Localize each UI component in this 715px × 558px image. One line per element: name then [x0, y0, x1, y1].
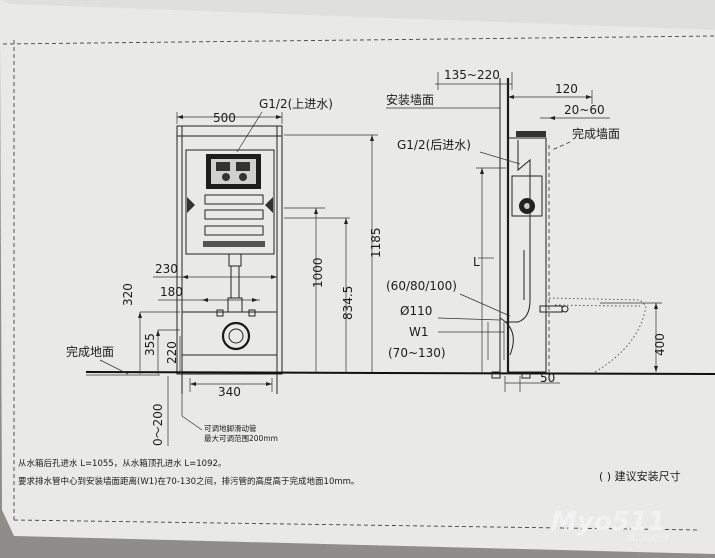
watermark-logo: Myo511 镇江网友之家 [551, 507, 670, 542]
svg-text:0～200: 0～200 [151, 403, 165, 446]
dim-side-top: 135~220 120 20~60 [435, 68, 610, 120]
finished-floor-label: 完成地面 [66, 344, 114, 359]
legend-recommended: ( ) 建议安装尺寸 [599, 469, 681, 483]
svg-text:镇江网友之家: 镇江网友之家 [628, 533, 670, 542]
dim-L: L [473, 167, 506, 372]
dim-230-180: 230 180 [153, 262, 277, 302]
top-inlet-label: G1/2(上进水) [259, 97, 333, 111]
svg-text:135~220: 135~220 [444, 68, 500, 82]
footnote-2: 要求排水管中心到安装墙面距离(W1)在70-130之间，排污管的高度高于完成地面… [18, 476, 359, 487]
svg-text:340: 340 [218, 385, 241, 399]
svg-text:50: 50 [540, 371, 555, 385]
dim-left-verticals: 320 355 220 [121, 283, 181, 374]
dim-50: 50 [491, 371, 560, 392]
w1-range-label: (70~130) [388, 346, 446, 360]
front-view [176, 125, 283, 394]
svg-text:180: 180 [160, 285, 183, 299]
svg-text:834.5: 834.5 [341, 286, 355, 320]
svg-text:120: 120 [555, 82, 578, 96]
svg-text:320: 320 [121, 283, 135, 306]
svg-text:500: 500 [213, 111, 236, 125]
dim-340: 340 [189, 378, 273, 399]
dim-front-right-verticals: 1000 834.5 1185 [284, 134, 383, 372]
install-wall-label: 安装墙面 [386, 92, 434, 107]
slide-pipe-note-1: 可调地脚滑动管 [204, 423, 257, 433]
w1-label: W1 [409, 325, 429, 339]
dim-500: 500 [176, 111, 283, 125]
svg-text:220: 220 [165, 341, 179, 364]
floor-line [85, 371, 715, 375]
back-inlet-label: G1/2(后进水) [397, 138, 471, 152]
footnote-1: 从水箱后孔进水 L=1055，从水箱顶孔进水 L=1092。 [18, 458, 226, 469]
pipe-dim-label: (60/80/100) [386, 279, 457, 293]
sheet-border [2, 35, 715, 531]
side-view [499, 78, 647, 373]
svg-text:20~60: 20~60 [564, 103, 605, 117]
svg-text:1000: 1000 [311, 257, 325, 288]
dim-400: 400 [600, 302, 667, 372]
svg-text:230: 230 [155, 262, 178, 276]
svg-text:L: L [473, 255, 480, 269]
slide-pipe-note-2: 最大可调范围200mm [204, 433, 278, 443]
svg-text:Myo511: Myo511 [551, 507, 666, 537]
svg-text:355: 355 [143, 333, 157, 356]
dim-0-200: 0～200 [151, 376, 203, 446]
svg-text:1185: 1185 [369, 227, 383, 258]
svg-text:400: 400 [653, 333, 667, 356]
pipe-diameter-label: Ø110 [400, 304, 432, 318]
finished-wall-label: 完成墙面 [572, 126, 620, 141]
